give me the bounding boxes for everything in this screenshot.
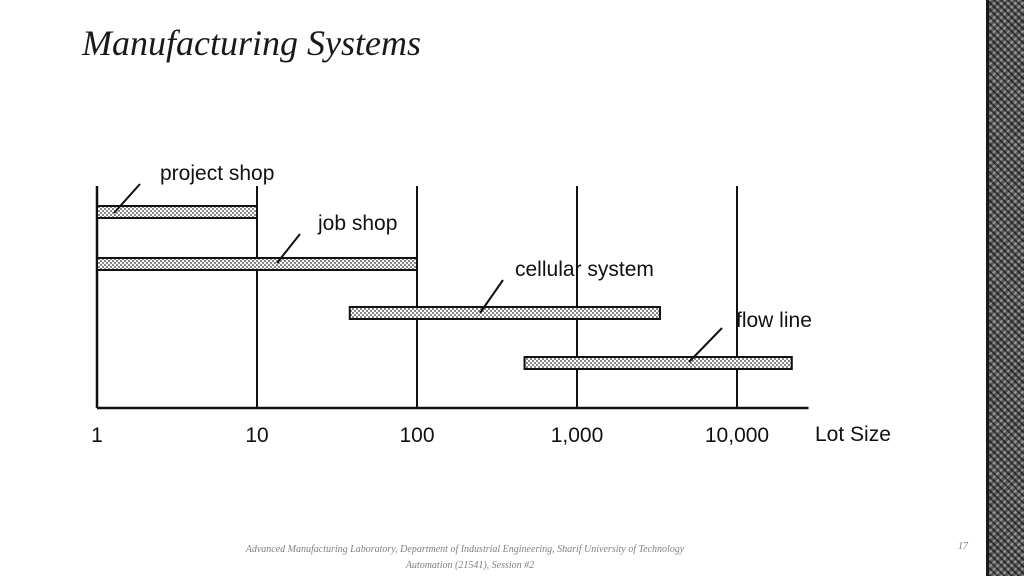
bar-cellular-system [348, 306, 661, 320]
page-number: 17 [958, 541, 968, 552]
footer-credit: Advanced Manufacturing Laboratory, Depar… [245, 544, 685, 555]
bar-job-shop [96, 257, 418, 271]
leader-line-project-shop [113, 183, 141, 214]
x-tick-label-1: 1 [91, 424, 103, 447]
bar-project-shop [96, 205, 258, 219]
leader-line-cellular-system [479, 279, 504, 314]
slide-title: Manufacturing Systems [82, 23, 421, 63]
x-tick-label-10: 10 [245, 424, 268, 447]
bar-flow-line [523, 356, 793, 370]
x-tick-label-1-000: 1,000 [551, 424, 604, 447]
bar-label-flow-line: flow line [736, 309, 812, 332]
x-axis-label: Lot Size [815, 423, 891, 446]
x-tick-label-100: 100 [399, 424, 434, 447]
leader-line-job-shop [276, 233, 301, 264]
footer-session: Automation (21541), Session #2 [405, 560, 535, 571]
leader-line-flow-line [688, 327, 723, 363]
x-tick-label-10-000: 10,000 [705, 424, 769, 447]
bar-label-cellular-system: cellular system [515, 258, 654, 281]
decorative-side-strip [986, 0, 1024, 576]
bar-label-job-shop: job shop [317, 212, 397, 235]
bar-label-project-shop: project shop [160, 162, 274, 185]
